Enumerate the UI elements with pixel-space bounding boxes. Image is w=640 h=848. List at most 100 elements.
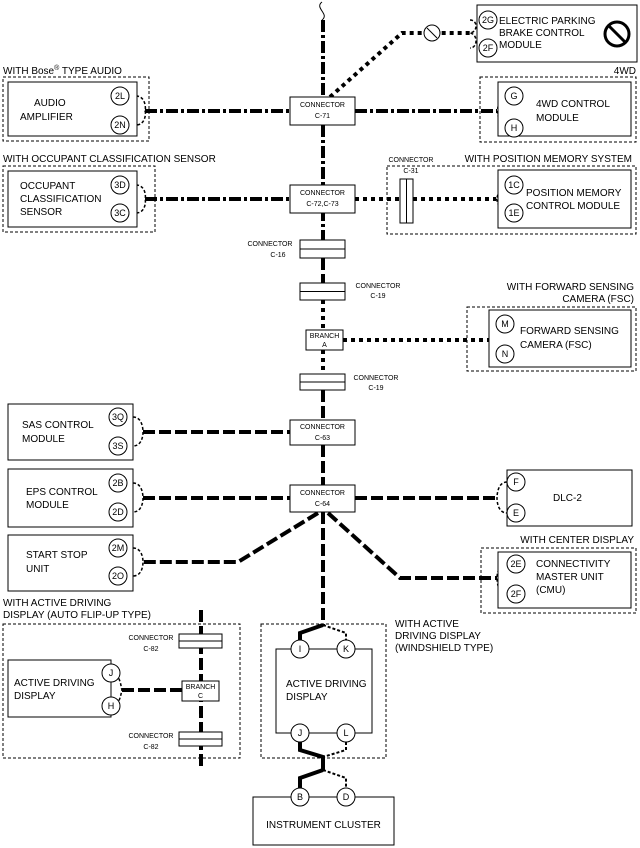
c71-id: C-71 <box>315 113 330 120</box>
ss-label-line2: UNIT <box>26 564 49 575</box>
pin-4wd-h: H <box>511 123 518 133</box>
c31-word: CONNECTOR <box>389 157 434 164</box>
dlc-label: DLC-2 <box>553 493 582 504</box>
ocs-label-line2: CLASSIFICATION <box>20 194 102 205</box>
svg-text:CONNECTOR: CONNECTOR <box>354 375 399 382</box>
add-label-line2: DISPLAY <box>14 691 56 702</box>
pin-ic-d: D <box>343 792 350 802</box>
wire-adw-i <box>298 623 324 640</box>
connector-c82-upper: CONNECTOR C-82 <box>129 633 223 653</box>
epb-module: ELECTRIC PARKING BRAKE CONTROL MODULE 2G… <box>476 4 638 63</box>
c63-id: C-63 <box>315 435 330 442</box>
c19-lower-id: C-19 <box>368 385 383 392</box>
pin-4wd-g: G <box>510 91 517 101</box>
pm-label-line2: CONTROL MODULE <box>526 201 620 212</box>
group-add-windshield <box>260 623 387 759</box>
pin-adw-j: J <box>298 728 303 738</box>
eps-label-line2: MODULE <box>26 500 69 511</box>
wire-epb <box>328 31 470 99</box>
pin-eps-2b: 2B <box>112 478 123 488</box>
connector-c64: CONNECTOR C-64 <box>289 484 356 513</box>
wire-cmu <box>326 511 497 580</box>
svg-text:CONNECTOR: CONNECTOR <box>300 490 345 497</box>
connector-c72-c73: CONNECTOR C-72,C-73 <box>289 184 356 214</box>
pin-fsc-m: M <box>501 319 509 329</box>
branch-a-id: A <box>322 342 327 349</box>
cmu-label-line2: MASTER UNIT <box>536 572 604 583</box>
svg-text:CONNECTOR: CONNECTOR <box>300 190 345 197</box>
pin-audio-2n: 2N <box>114 120 126 130</box>
pin-cmu-2e: 2E <box>510 559 521 569</box>
wire-ic-b <box>298 768 324 788</box>
forward-sensing-camera: FORWARD SENSING CAMERA (FSC) M N <box>488 309 632 368</box>
c19-upper-id: C-19 <box>370 293 385 300</box>
group-adw-label-line3: (WINDSHIELD TYPE) <box>395 643 493 654</box>
active-driving-display-flip-up: ACTIVE DRIVING DISPLAY J H <box>7 659 121 718</box>
pin-cmu-2f: 2F <box>511 589 522 599</box>
group-cd-label: WITH CENTER DISPLAY <box>520 535 634 546</box>
pin-pm-1e: 1E <box>508 208 519 218</box>
wire-ic-d <box>322 769 347 788</box>
adw-label-line2: DISPLAY <box>286 692 328 703</box>
epb-label-line1: ELECTRIC PARKING <box>499 16 596 27</box>
group-bose-audio <box>2 76 150 142</box>
pin-ss-2m: 2M <box>112 543 125 553</box>
svg-text:CONNECTOR: CONNECTOR <box>129 733 174 740</box>
fsc-label-line2: CAMERA (FSC) <box>520 340 592 351</box>
pin-epb-2f: 2F <box>483 43 494 53</box>
pin-dlc-e: E <box>513 508 519 518</box>
4wd-control-module: 4WD CONTROL MODULE G H <box>497 81 632 138</box>
group-pm-label: WITH POSITION MEMORY SYSTEM <box>465 154 632 165</box>
group-4wd <box>479 76 637 143</box>
pin-add-h: H <box>108 701 115 711</box>
group-adf-label-line1: WITH ACTIVE DRIVING <box>3 598 112 609</box>
sas-label-line2: MODULE <box>22 434 65 445</box>
group-fsc <box>466 306 637 372</box>
svg-text:CONNECTOR: CONNECTOR <box>356 283 401 290</box>
group-fsc-label-line1: WITH FORWARD SENSING <box>507 282 634 293</box>
connector-c16: CONNECTOR C-16 <box>248 239 346 259</box>
connector-c19-lower: CONNECTOR C-19 <box>299 373 399 392</box>
svg-text:CONNECTOR: CONNECTOR <box>248 241 293 248</box>
pin-dlc-f: F <box>513 477 519 487</box>
pin-ocs-3c: 3C <box>114 208 126 218</box>
pin-adw-l: L <box>343 728 348 738</box>
pin-ss-2o: 2O <box>112 571 124 581</box>
4wd-label-line2: MODULE <box>536 113 579 124</box>
position-memory-module: POSITION MEMORY CONTROL MODULE 1C 1E <box>497 169 632 229</box>
connector-c63: CONNECTOR C-63 <box>289 419 356 446</box>
instrument-cluster: INSTRUMENT CLUSTER B D <box>252 787 395 846</box>
group-adf-label-line2: DISPLAY (AUTO FLIP-UP TYPE) <box>3 610 151 621</box>
wire-adw-k <box>322 624 347 640</box>
active-driving-display-windshield: ACTIVE DRIVING DISPLAY I K J L <box>275 639 373 743</box>
group-adw-label-line2: DRIVING DISPLAY <box>395 631 481 642</box>
pin-ic-b: B <box>297 792 303 802</box>
pm-label-line1: POSITION MEMORY <box>526 188 622 199</box>
epb-label-line2: BRAKE CONTROL <box>499 28 585 39</box>
branch-c-id: C <box>198 693 203 700</box>
pin-fsc-n: N <box>502 349 509 359</box>
cmu-label-line3: (CMU) <box>536 585 565 596</box>
occupant-classification-sensor: OCCUPANT CLASSIFICATION SENSOR 3D 3C <box>7 170 138 228</box>
group-adw-label-line1: WITH ACTIVE <box>395 619 459 630</box>
svg-text:BRANCH: BRANCH <box>310 333 340 340</box>
audio-label-line2: AMPLIFIER <box>20 112 73 123</box>
branch-c: BRANCH C <box>181 680 220 702</box>
group-center-display <box>480 547 637 614</box>
prohibition-icon <box>603 20 631 48</box>
pin-eps-2d: 2D <box>112 507 124 517</box>
c64-id: C-64 <box>315 501 330 508</box>
connector-c19-upper: CONNECTOR C-19 <box>299 282 401 301</box>
dlc-2: DLC-2 F E <box>506 469 633 527</box>
svg-text:CONNECTOR: CONNECTOR <box>129 635 174 642</box>
ocs-label-line1: OCCUPANT <box>20 181 75 192</box>
pin-adw-i: I <box>299 644 302 654</box>
eps-label-line1: EPS CONTROL <box>26 487 98 498</box>
svg-text:CONNECTOR: CONNECTOR <box>300 424 345 431</box>
group-add-flip-up <box>2 623 241 759</box>
prohibition-icon <box>423 24 441 42</box>
group-bose-label: WITH Bose® TYPE AUDIO <box>3 64 122 77</box>
svg-text:CONNECTOR: CONNECTOR <box>300 102 345 109</box>
cmu-label-line1: CONNECTIVITY <box>536 559 611 570</box>
